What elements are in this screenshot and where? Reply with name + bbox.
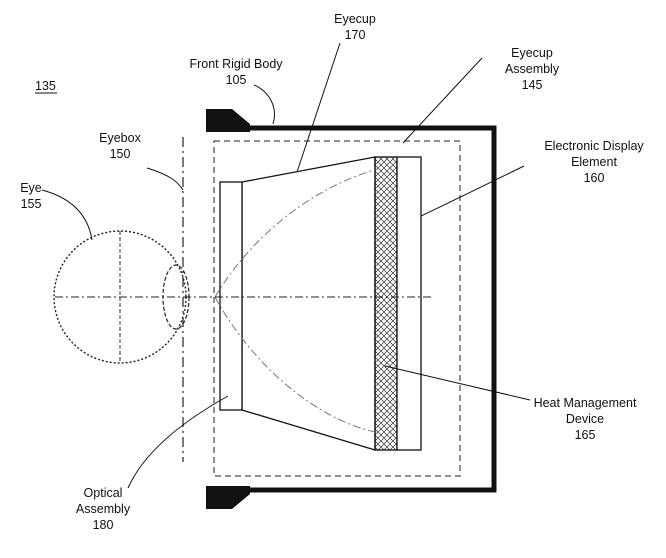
eyecup-assembly-box <box>214 141 460 476</box>
optical-assembly <box>220 182 242 410</box>
figure-ref-label: 135 <box>35 79 56 93</box>
label-optical-assembly-line1: Optical <box>84 486 123 500</box>
label-heat-management-line2: Device <box>566 412 604 426</box>
label-eyecup-number: 170 <box>345 28 366 42</box>
label-eyebox-number: 150 <box>110 147 131 161</box>
label-optical-assembly-line2: Assembly <box>76 502 131 516</box>
leader-front-rigid-body <box>254 85 274 124</box>
label-eyecup-assembly-line1: Eyecup <box>511 46 553 60</box>
label-eyebox-name: Eyebox <box>99 131 141 145</box>
front-rigid-body <box>206 109 496 509</box>
label-front-rigid-body-name: Front Rigid Body <box>189 57 283 71</box>
label-eye-number: 155 <box>21 197 42 211</box>
leader-eyecup <box>297 43 340 172</box>
leader-electronic-display <box>421 166 524 216</box>
label-front-rigid-body-number: 105 <box>226 73 247 87</box>
label-eyecup-name: Eyecup <box>334 12 376 26</box>
leader-optical-assembly <box>128 396 228 488</box>
label-eyecup-assembly-line2: Assembly <box>505 62 560 76</box>
leader-eyebox <box>147 168 183 190</box>
label-electronic-display-number: 160 <box>584 171 605 185</box>
label-optical-assembly-number: 180 <box>93 518 114 532</box>
label-electronic-display-line2: Element <box>571 155 617 169</box>
leader-lines <box>42 43 530 488</box>
label-electronic-display-line1: Electronic Display <box>544 139 644 153</box>
leader-eye <box>42 190 92 240</box>
label-eye-name: Eye <box>20 181 42 195</box>
label-heat-management-number: 165 <box>575 428 596 442</box>
label-eyecup-assembly-number: 145 <box>522 78 543 92</box>
label-heat-management-line1: Heat Management <box>534 396 637 410</box>
heat-management-device <box>375 157 397 450</box>
electronic-display-element <box>397 157 421 450</box>
